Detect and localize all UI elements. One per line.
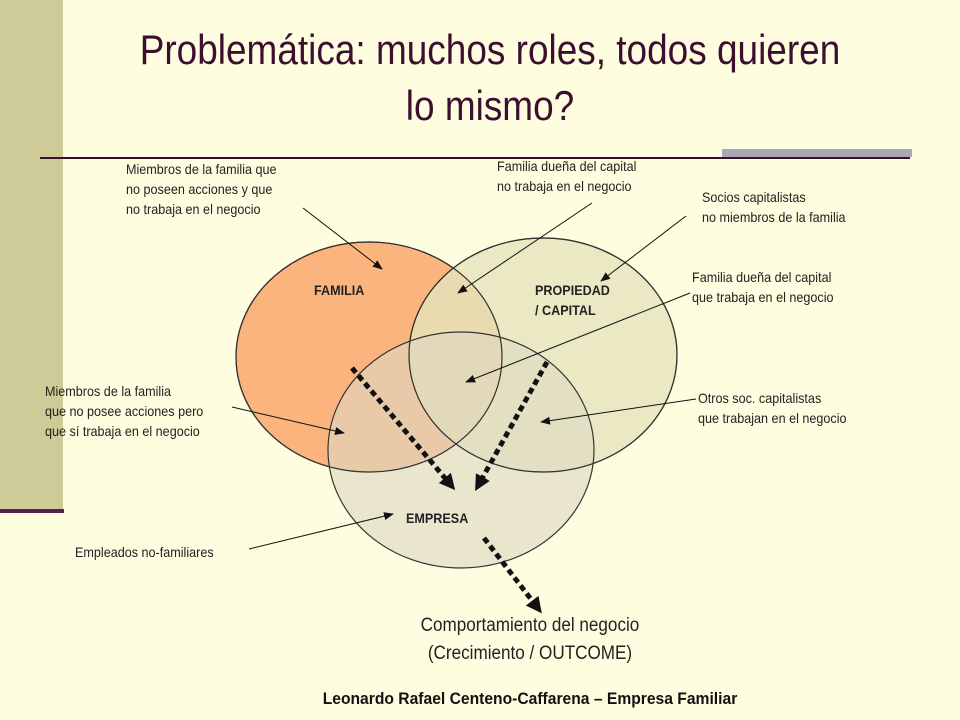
empresa-label: EMPRESA: [406, 510, 469, 526]
arrow-familia-duena-trabaja: [465, 292, 691, 383]
annotation-miembros-trabajan: Miembros de la familia que no posee acci…: [45, 383, 204, 439]
dotted-arrow-familia-to-empresa: [350, 366, 456, 491]
dotted-arrow-empresa-to-outcome: [482, 536, 542, 614]
empresa-circle: [327, 331, 595, 569]
arrow-otros-socios: [540, 398, 697, 425]
familia-outline: [235, 241, 503, 473]
annotation-empleados: Empleados no-familiares: [75, 544, 214, 560]
annotation-familia-duena-trabaja: Familia dueña del capital que trabaja en…: [692, 269, 834, 305]
arrow-miembros-trabajan: [231, 406, 345, 435]
arrow-miembros-sin-acciones: [302, 207, 383, 270]
propiedad-label: PROPIEDAD / CAPITAL: [535, 282, 610, 318]
dotted-arrow-propiedad-to-empresa: [475, 360, 550, 491]
annotation-miembros-sin-acciones: Miembros de la familia que no poseen acc…: [126, 161, 277, 217]
arrow-familia-duena-no-trabaja: [457, 202, 593, 294]
annotation-familia-duena-no-trabaja: Familia dueña del capital no trabaja en …: [497, 158, 637, 194]
title-underline: [40, 157, 910, 159]
familia-label: FAMILIA: [314, 282, 365, 298]
annotation-otros-socios: Otros soc. capitalistas que trabajan en …: [698, 390, 847, 426]
sidebar-accent-line: [0, 509, 64, 513]
arrow-empleados: [248, 512, 394, 550]
outcome-text: Comportamiento del negocio (Crecimiento …: [420, 615, 640, 664]
sidebar-bar: [0, 0, 63, 510]
title-underline-accent: [722, 149, 912, 157]
annotation-socios-no-miembros: Socios capitalistas no miembros de la fa…: [702, 189, 846, 225]
slide-title: Problemática: muchos roles, todos quiere…: [139, 26, 841, 129]
arrow-socios-no-miembros: [600, 215, 687, 282]
slide-footer: Leonardo Rafael Centeno-Caffarena – Empr…: [322, 689, 738, 708]
propiedad-outline: [408, 237, 678, 473]
